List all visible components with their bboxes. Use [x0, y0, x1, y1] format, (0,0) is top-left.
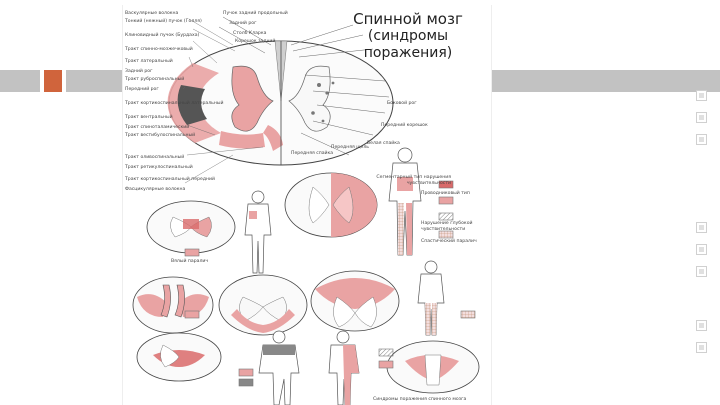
spinal-cord-lesion-figure: Спинной мозг (синдромы поражения) Васкул… — [122, 5, 492, 405]
structure-label: Передняя щель — [331, 145, 369, 150]
structure-label: Фасцикулярные волокна — [125, 187, 186, 192]
structure-label: Тракт спиноталамический — [125, 125, 190, 130]
slide-bullet-column — [692, 90, 710, 390]
figure-drawing — [132, 16, 480, 405]
bullet-square-icon — [696, 112, 707, 123]
body-figure-left — [244, 190, 272, 274]
bullet-square-icon — [696, 320, 707, 331]
legend-label: Спастический паралич — [421, 239, 477, 244]
body-figure-bottom-center — [258, 330, 300, 405]
structure-label: Тракт руброспинальный — [125, 77, 185, 82]
structure-label: Васкулярные волокна — [125, 11, 179, 16]
bullet-square-icon — [696, 134, 707, 145]
structure-label: Тракт спинно-мозжечковый — [125, 47, 193, 52]
structure-label: Тракт кортикоспинальный передний — [125, 177, 215, 182]
main-cross-section — [167, 16, 394, 166]
figure-title-line-2: (синдромы поражения) — [363, 28, 453, 61]
bullet-square-icon — [696, 244, 707, 255]
lesion-section-lower-center — [218, 274, 308, 336]
header-bar-left-segment — [0, 70, 40, 92]
legend-label: Проводниковый тип — [421, 191, 470, 196]
structure-label: Клиновидный пучок (Бурдаха) — [125, 33, 200, 38]
bullet-square-icon — [696, 90, 707, 101]
structure-label: Тракт кортикоспинальный латеральный — [125, 101, 224, 106]
lesion-section-left — [146, 200, 236, 254]
structure-label: Тракт ретикулоспинальный — [125, 165, 193, 170]
label-leader-lines — [182, 18, 264, 184]
figure-title-line-1: Спинной мозг — [353, 10, 463, 28]
structure-label: Тонкий (нежный) пучок (Голля) — [125, 19, 202, 24]
lesion-section-lower-left — [132, 276, 214, 334]
structure-label: Пучок задний продольный — [223, 11, 288, 16]
structure-label: Столб Кларка — [233, 31, 267, 36]
body-figure-bottom-right — [328, 330, 360, 405]
structure-label: Передний корешок — [381, 123, 428, 128]
bullet-square-icon — [696, 266, 707, 277]
body-figure-lower-right — [417, 260, 445, 336]
lesion-section-bottom-left — [136, 332, 222, 382]
header-bar-accent-square — [44, 70, 62, 92]
structure-label: Корешок задний — [235, 39, 276, 44]
structure-label: Боковой рог — [387, 101, 417, 106]
legend-label: Вялый паралич — [171, 259, 209, 264]
structure-label: Тракт вентральный — [125, 115, 173, 120]
body-figure-front — [388, 147, 422, 256]
structure-label: Тракт вестибулоспинальный — [125, 133, 196, 138]
structure-label: Передняя спайка — [291, 151, 334, 156]
lesion-section-lower-right — [310, 270, 400, 332]
figure-legend-marks — [184, 180, 476, 387]
figure-title: Спинной мозг (синдромы поражения) — [333, 11, 483, 62]
legend-label: Сегментарный тип нарушения чувствительно… — [376, 175, 451, 186]
structure-label: Задний рог — [229, 21, 257, 26]
structure-label: Тракт оливоспинальный — [125, 155, 185, 160]
bullet-square-icon — [696, 222, 707, 233]
structure-label: Задний рог — [125, 69, 153, 74]
lesion-section-middle — [284, 172, 378, 238]
upper-limbs-icon — [160, 284, 185, 318]
legend-label: Нарушение глубокой чувствительности — [421, 221, 473, 232]
bullet-square-icon — [696, 342, 707, 353]
structure-label: Передний рог — [125, 87, 159, 92]
figure-caption: Синдромы поражения спинного мозга — [373, 397, 467, 402]
lesion-section-bottom-right — [386, 340, 480, 394]
structure-label: Тракт латеральный — [125, 59, 173, 64]
structure-label: Белая спайка — [367, 141, 400, 146]
